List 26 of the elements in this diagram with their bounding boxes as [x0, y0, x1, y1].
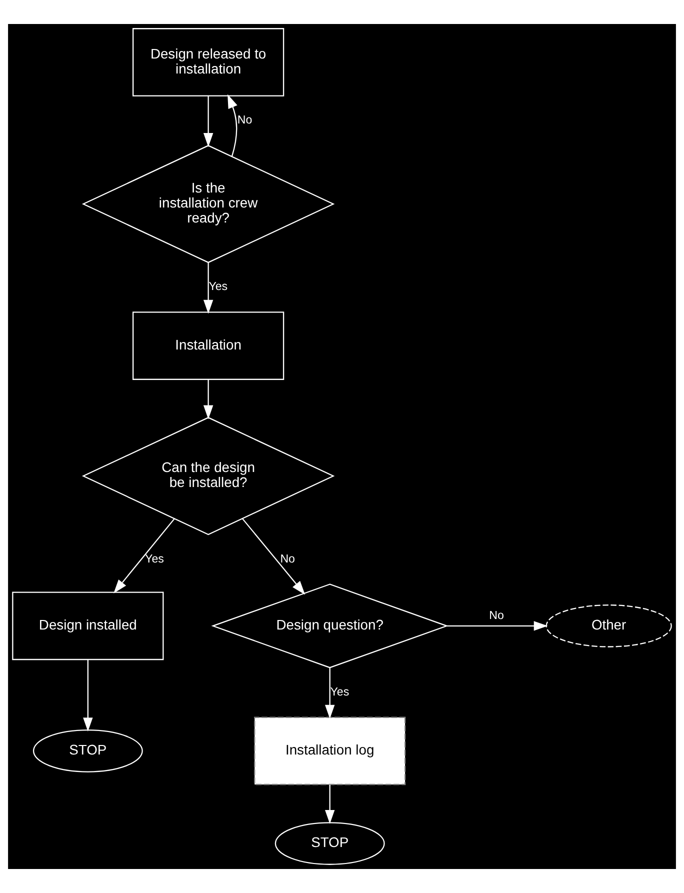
edge-label: Yes — [145, 553, 164, 566]
arrow — [324, 668, 335, 719]
arrow — [114, 518, 175, 594]
arrow — [446, 621, 548, 631]
node-diamond: Design question? — [211, 584, 448, 668]
arrow — [83, 660, 93, 732]
node-box: Installation log — [254, 716, 406, 786]
arrow — [242, 518, 306, 595]
arrow — [228, 94, 238, 156]
edge-label: Yes — [208, 281, 228, 294]
arrow — [203, 96, 214, 147]
node-diamond: Is the installation crew ready? — [82, 144, 335, 264]
node-ellipse: STOP — [274, 822, 385, 865]
node-ellipse: Other — [546, 604, 672, 648]
arrow — [324, 784, 335, 824]
arrow — [203, 380, 214, 420]
edge-label: No — [489, 610, 504, 622]
node-box: Installation — [132, 312, 284, 380]
edge-label: No — [280, 553, 295, 566]
node-diamond: Can the design be installed? — [82, 416, 335, 536]
node-box: Design installed — [12, 592, 164, 660]
node-ellipse: STOP — [32, 730, 143, 772]
arrow — [203, 262, 214, 314]
edge-label: Yes — [330, 686, 350, 698]
node-box: Design released to installation — [132, 28, 284, 96]
edge-label: No — [237, 114, 252, 127]
